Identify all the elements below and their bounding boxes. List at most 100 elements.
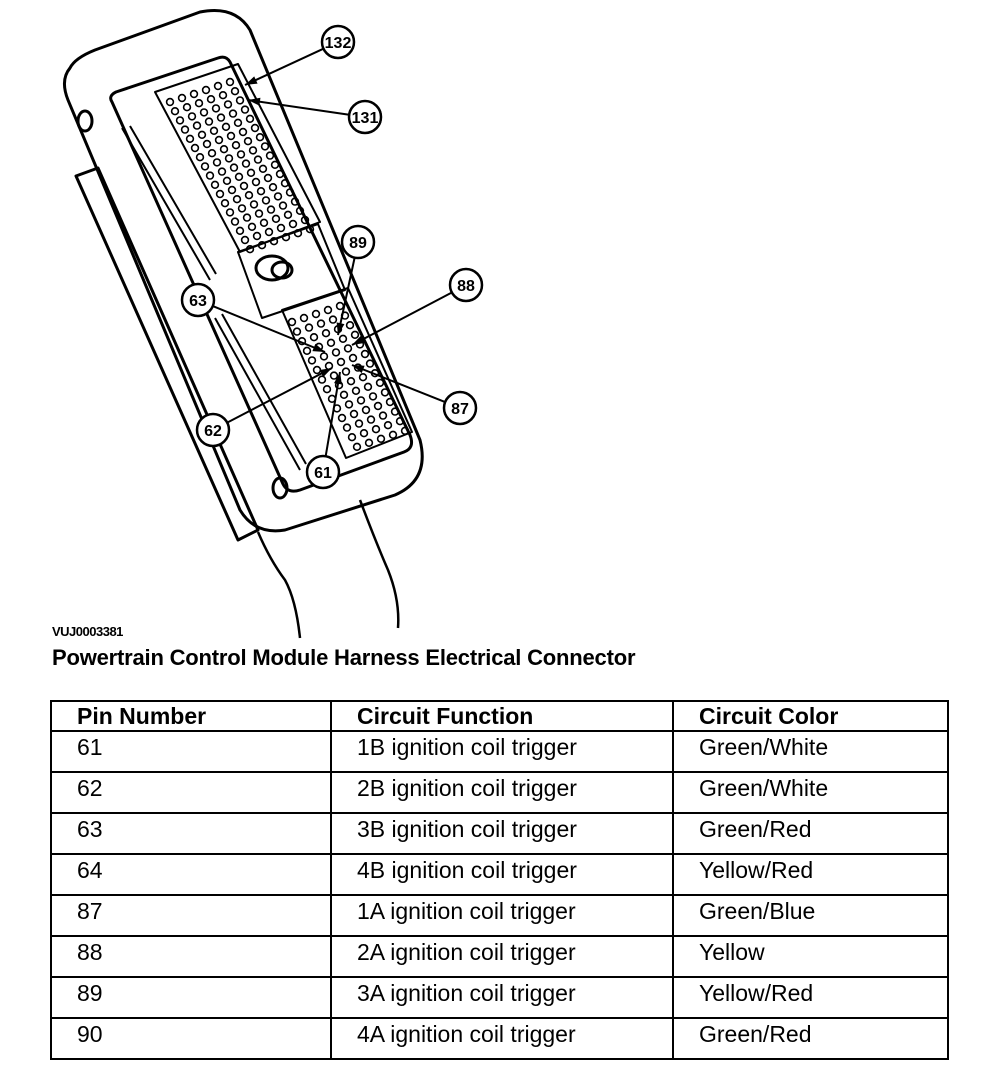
connector-pin bbox=[227, 185, 237, 195]
connector-pin bbox=[218, 90, 228, 100]
connector-pin bbox=[239, 181, 249, 191]
connector-pin bbox=[388, 430, 398, 439]
connector-pin bbox=[211, 104, 221, 113]
connector-pin bbox=[383, 421, 393, 430]
connector-pin bbox=[260, 142, 270, 151]
callout-61: 61 bbox=[305, 371, 342, 490]
callout-63: 63 bbox=[180, 282, 326, 353]
connector-pin bbox=[190, 143, 200, 153]
connector-pin bbox=[361, 405, 371, 415]
header-circuit-function: Circuit Function bbox=[330, 700, 674, 732]
connector-pin bbox=[236, 150, 246, 159]
connector-pin bbox=[255, 133, 265, 142]
lower-pin-block bbox=[281, 287, 413, 459]
connector-pin bbox=[235, 96, 245, 105]
callout-label: 131 bbox=[352, 110, 379, 127]
connector-pin bbox=[207, 149, 217, 158]
connector-pin bbox=[228, 109, 238, 118]
cell-circuit-color: Green/Red bbox=[672, 812, 949, 855]
connector-pin bbox=[368, 392, 378, 401]
connector-pin bbox=[311, 309, 321, 319]
connector-pin bbox=[319, 352, 329, 361]
cell-circuit-color: Green/White bbox=[672, 730, 949, 773]
connector-pin bbox=[288, 219, 298, 229]
header-circuit-color: Circuit Color bbox=[672, 700, 949, 732]
connector-pin bbox=[276, 223, 286, 233]
pin-table: Pin Number Circuit Function Circuit Colo… bbox=[50, 700, 949, 1060]
connector-housing bbox=[63, 9, 424, 533]
callout-88: 88 bbox=[351, 267, 484, 346]
connector-pin bbox=[360, 349, 370, 359]
connector-pin bbox=[273, 192, 283, 201]
connector-pin bbox=[261, 196, 271, 205]
connector-pin bbox=[249, 200, 259, 209]
cell-circuit-function: 4A ignition coil trigger bbox=[330, 1017, 674, 1060]
connector-pin bbox=[206, 94, 216, 104]
connector-pin bbox=[317, 375, 327, 384]
connector-pin bbox=[231, 141, 241, 150]
connector-pin bbox=[212, 158, 222, 167]
connector-pin bbox=[201, 85, 211, 95]
connector-pin bbox=[342, 423, 352, 432]
connector-pin bbox=[339, 390, 349, 399]
connector-pin bbox=[373, 401, 383, 411]
cell-pin-number: 63 bbox=[50, 812, 332, 855]
cell-pin-number: 87 bbox=[50, 894, 332, 937]
callout-label: 89 bbox=[349, 235, 367, 252]
cell-circuit-color: Green/Blue bbox=[672, 894, 949, 937]
connector-pin bbox=[216, 113, 226, 122]
connector-pin bbox=[264, 227, 274, 237]
connector-pin bbox=[225, 208, 235, 217]
callout-label: 132 bbox=[325, 35, 352, 52]
connector-pin bbox=[180, 125, 190, 134]
connector-pin bbox=[234, 172, 244, 182]
connector-pin bbox=[269, 237, 279, 246]
connector-pin bbox=[232, 195, 242, 204]
callout-label: 61 bbox=[314, 465, 332, 482]
connector-pin bbox=[221, 122, 231, 132]
connector-pin bbox=[337, 413, 347, 423]
connector-pin bbox=[365, 359, 375, 368]
connector-pin bbox=[187, 112, 197, 121]
wire-harness bbox=[256, 531, 302, 639]
connector-pin bbox=[348, 353, 358, 363]
connector-pin bbox=[220, 199, 230, 208]
connector-pin bbox=[223, 100, 233, 109]
connector-pin bbox=[376, 434, 386, 443]
connector-side-flange bbox=[74, 166, 260, 542]
callout-label: 87 bbox=[451, 401, 469, 418]
connector-pin bbox=[246, 168, 256, 178]
connector-pin bbox=[253, 155, 263, 164]
connector-pin bbox=[356, 396, 366, 405]
figure-code: VUJ0003381 bbox=[52, 624, 123, 639]
connector-pin bbox=[322, 385, 332, 394]
connector-pin bbox=[237, 204, 247, 213]
callout-89: 89 bbox=[336, 224, 376, 336]
connector-pin bbox=[263, 173, 273, 183]
cell-pin-number: 89 bbox=[50, 976, 332, 1019]
connector-pin bbox=[244, 191, 254, 200]
connector-pin bbox=[354, 419, 364, 428]
connector-pin bbox=[240, 105, 250, 114]
connector-pin bbox=[309, 333, 319, 342]
connector-pin bbox=[329, 371, 339, 380]
connector-pin bbox=[352, 442, 362, 451]
connector-pin bbox=[199, 108, 209, 117]
connector-pin bbox=[380, 388, 390, 397]
connector-pin bbox=[254, 209, 264, 218]
connector-pin bbox=[378, 411, 388, 420]
connector-pin bbox=[293, 229, 303, 238]
connector-pin bbox=[347, 433, 357, 442]
connector-pin bbox=[312, 365, 322, 375]
connector-pin bbox=[175, 116, 185, 125]
connector-pin bbox=[200, 162, 210, 171]
connector-pin bbox=[302, 346, 312, 355]
connector-pin bbox=[338, 334, 348, 343]
